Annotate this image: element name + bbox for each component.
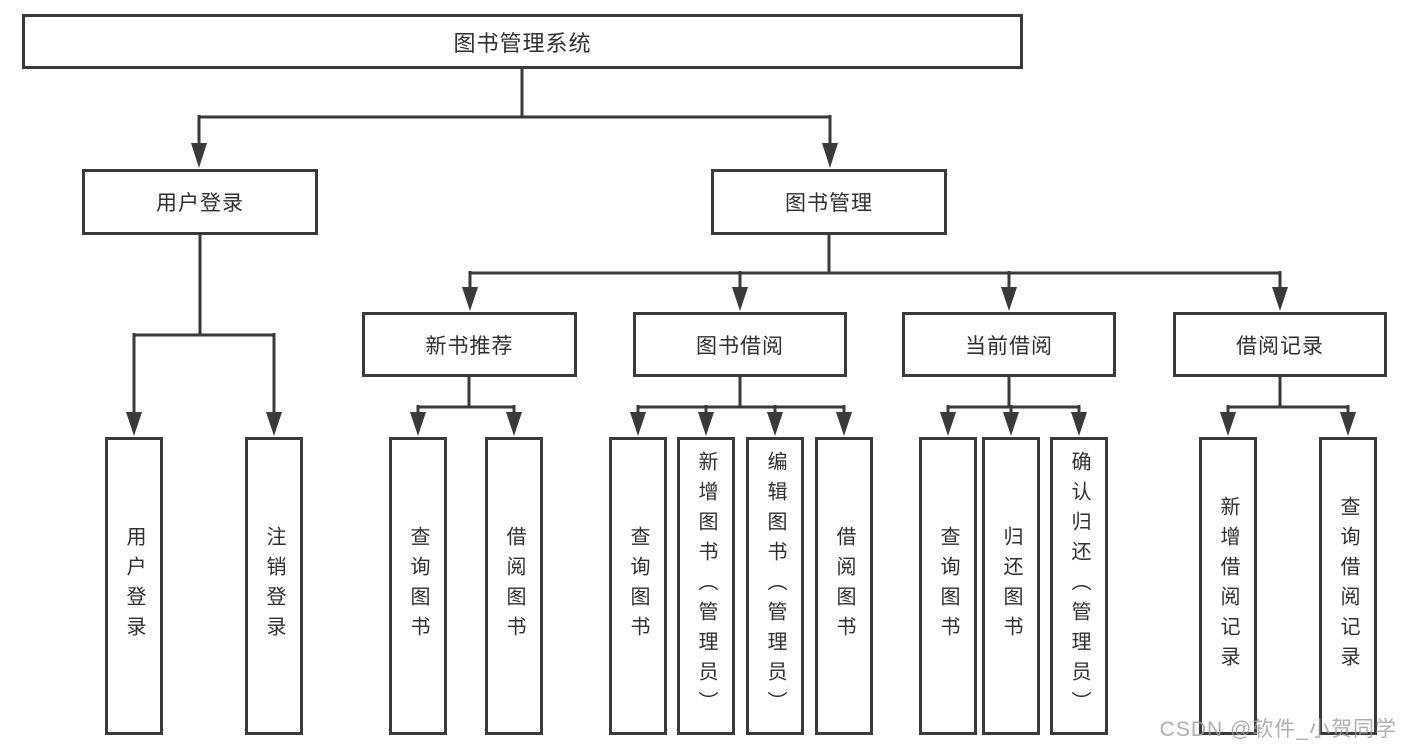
leaf-record-query: 查询借阅记录: [1319, 437, 1377, 735]
node-user-login: 用户登录: [82, 169, 318, 235]
leaf-label: 归还图书: [1000, 526, 1022, 646]
leaf-current-query: 查询图书: [919, 437, 977, 735]
node-new-book-recommend: 新书推荐: [362, 312, 577, 377]
leaf-label: 借阅图书: [833, 526, 855, 646]
leaf-borrow-book: 借阅图书: [815, 437, 873, 735]
leaf-newbook-borrow: 借阅图书: [485, 437, 543, 735]
node-root-system: 图书管理系统: [22, 14, 1023, 69]
leaf-label: 借阅图书: [503, 526, 525, 646]
leaf-logout: 注销登录: [245, 437, 303, 735]
leaf-label: 确认归还（管理员）: [1068, 451, 1090, 721]
leaf-label: 注销登录: [263, 526, 285, 646]
node-current-borrow: 当前借阅: [902, 312, 1116, 377]
leaf-label: 编辑图书（管理员）: [764, 451, 786, 721]
leaf-record-add: 新增借阅记录: [1199, 437, 1257, 735]
leaf-label: 新增图书（管理员）: [695, 451, 717, 721]
leaf-current-confirm-admin: 确认归还（管理员）: [1050, 437, 1108, 735]
arrowhead-icons: [126, 143, 1356, 436]
node-book-borrow: 图书借阅: [633, 312, 847, 377]
leaf-label: 查询图书: [627, 526, 649, 646]
leaf-label: 查询图书: [407, 526, 429, 646]
leaf-user-login: 用户登录: [105, 437, 163, 735]
node-borrow-record: 借阅记录: [1173, 312, 1387, 377]
leaf-borrow-edit-admin: 编辑图书（管理员）: [746, 437, 804, 735]
leaf-newbook-query: 查询图书: [389, 437, 447, 735]
leaf-current-return: 归还图书: [982, 437, 1040, 735]
leaf-label: 用户登录: [123, 526, 145, 646]
leaf-label: 新增借阅记录: [1217, 496, 1239, 676]
node-book-management: 图书管理: [711, 169, 947, 235]
leaf-borrow-add-admin: 新增图书（管理员）: [677, 437, 735, 735]
leaf-label: 查询图书: [937, 526, 959, 646]
csdn-watermark: CSDN @软件_小贺同学: [1159, 718, 1397, 741]
leaf-label: 查询借阅记录: [1337, 496, 1359, 676]
leaf-borrow-query: 查询图书: [609, 437, 667, 735]
